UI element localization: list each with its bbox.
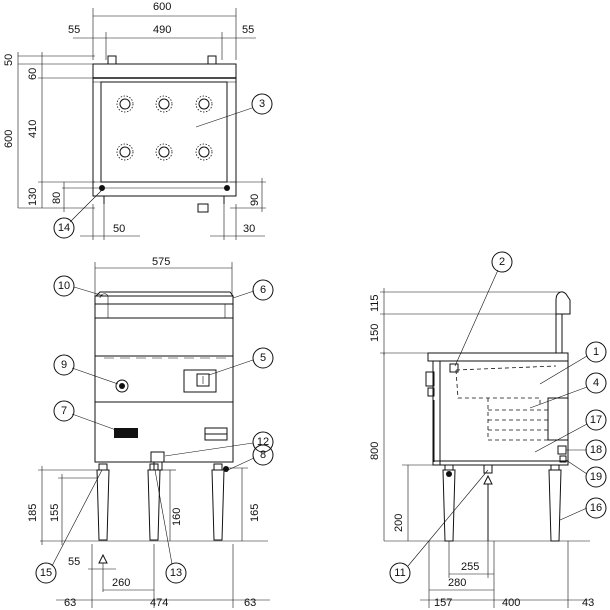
dim-top-50: 50 (3, 54, 15, 66)
callout-5-label: 5 (260, 352, 266, 364)
dim-side-150: 150 (369, 324, 381, 342)
dim-front-63-left: 63 (64, 597, 76, 609)
dim-side-280: 280 (448, 577, 466, 589)
callout-3 (251, 93, 273, 115)
dim-top-80: 80 (51, 192, 63, 204)
callout-7 (53, 400, 75, 422)
dim-top-55-left: 55 (68, 24, 80, 36)
callout-3-label: 3 (259, 98, 265, 110)
callout-11-label: 11 (394, 567, 405, 579)
callout-16 (585, 497, 607, 519)
callout-16-label: 16 (590, 502, 602, 514)
dim-side-200: 200 (393, 514, 405, 532)
burner-grid (116, 95, 213, 161)
callout-15 (35, 562, 57, 584)
callout-19-label: 19 (590, 471, 602, 483)
dim-front-160: 160 (171, 508, 183, 526)
callout-10-label: 10 (58, 280, 70, 292)
dim-top-bottom-50: 50 (113, 223, 125, 235)
top-view: 600 55 490 55 (3, 1, 273, 240)
dim-front-165: 165 (249, 504, 261, 522)
front-view: 575 (27, 256, 274, 609)
dim-top-60: 60 (27, 68, 39, 80)
dim-top-410: 410 (27, 120, 39, 138)
callout-9-label: 9 (61, 359, 67, 371)
dim-side-43: 43 (582, 597, 594, 609)
callout-18 (585, 439, 607, 461)
dim-side-255: 255 (461, 561, 479, 573)
dim-front-55: 55 (68, 556, 80, 568)
callout-18-label: 18 (590, 444, 602, 456)
callout-4 (585, 372, 607, 394)
dim-front-155: 155 (49, 504, 61, 522)
callout-6-label: 6 (260, 284, 266, 296)
callout-14 (53, 217, 75, 239)
dim-front-63-right: 63 (244, 597, 256, 609)
callout-1 (585, 341, 607, 363)
callout-9 (53, 354, 75, 376)
callout-7-label: 7 (61, 405, 67, 417)
callout-8 (252, 444, 274, 466)
callout-2 (491, 251, 513, 273)
callout-1-label: 1 (593, 346, 599, 358)
callout-10 (53, 275, 75, 297)
callout-5 (252, 347, 274, 369)
dim-side-400: 400 (502, 597, 520, 609)
callout-11 (389, 562, 411, 584)
dim-top-600: 600 (153, 1, 171, 13)
dim-front-575: 575 (152, 256, 170, 268)
callout-17 (585, 409, 607, 431)
callout-13 (165, 562, 187, 584)
callout-19 (585, 466, 607, 488)
dim-side-157: 157 (434, 597, 452, 609)
callout-2-label: 2 (499, 256, 505, 268)
callout-12 (252, 431, 274, 453)
callout-4-label: 4 (593, 377, 599, 389)
dim-top-130: 130 (27, 188, 39, 206)
dim-top-90: 90 (249, 194, 261, 206)
dim-front-260: 260 (112, 577, 130, 589)
callout-6 (252, 279, 274, 301)
dim-side-800: 800 (369, 442, 381, 460)
callout-8-label: 8 (260, 449, 266, 461)
dim-front-185: 185 (27, 504, 39, 522)
dim-top-55-right: 55 (242, 24, 254, 36)
callout-14-label: 14 (58, 222, 70, 234)
dim-front-474: 474 (150, 597, 168, 609)
callout-17-label: 17 (590, 414, 602, 426)
dim-top-600-depth: 600 (3, 130, 15, 148)
callout-15-label: 15 (40, 567, 52, 579)
callout-13-label: 13 (170, 567, 182, 579)
dim-top-490: 490 (153, 24, 171, 36)
dim-side-115: 115 (369, 294, 381, 312)
side-view: 115 150 (369, 251, 607, 609)
dim-top-bottom-30: 30 (243, 223, 255, 235)
